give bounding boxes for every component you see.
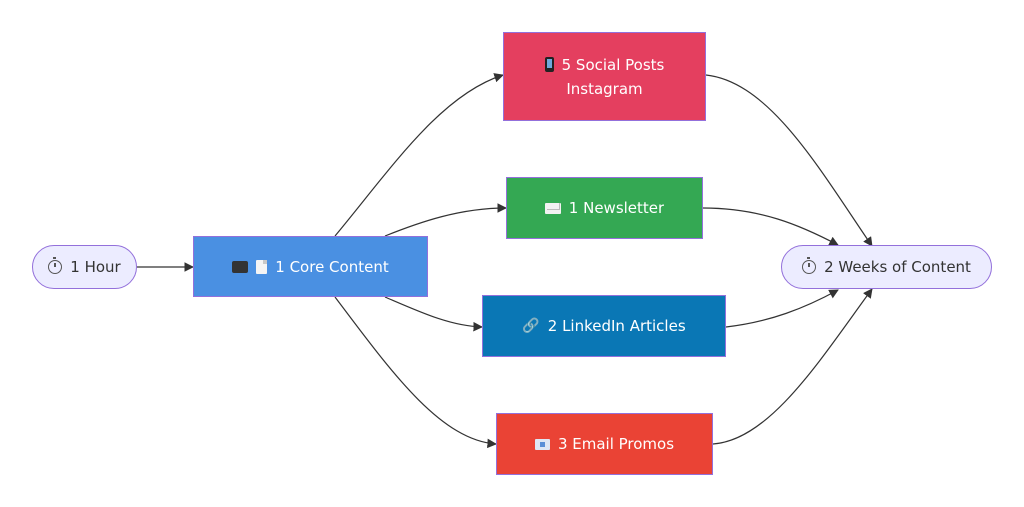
video-camera-icon	[232, 260, 249, 273]
stopwatch-icon	[802, 257, 817, 274]
node-linkedin[interactable]: 🔗 2 LinkedIn Articles	[482, 295, 726, 357]
node-social[interactable]: 5 Social Posts Instagram	[503, 32, 706, 121]
node-newsletter-label: 1 Newsletter	[568, 199, 665, 217]
node-social-label: 5 Social Posts	[561, 55, 665, 74]
edge-newsletter-end	[702, 207, 839, 246]
node-end-label: 2 Weeks of Content	[824, 258, 971, 276]
edge-core-newsletter	[384, 203, 507, 237]
edge-core-linkedin	[384, 296, 483, 332]
email-icon	[534, 438, 550, 450]
node-newsletter[interactable]: 1 Newsletter	[506, 177, 703, 239]
node-core[interactable]: 1 Core Content	[193, 236, 428, 297]
node-email[interactable]: 3 Email Promos	[496, 413, 713, 475]
node-social-sublabel: Instagram	[566, 79, 643, 98]
edge-email-end	[712, 288, 873, 445]
document-icon	[256, 259, 268, 274]
node-linkedin-label: 2 LinkedIn Articles	[547, 317, 686, 335]
node-start-label: 1 Hour	[70, 258, 121, 276]
node-core-label: 1 Core Content	[275, 257, 389, 276]
node-start[interactable]: 1 Hour	[32, 245, 137, 289]
node-email-label: 3 Email Promos	[557, 435, 675, 453]
edge-core-social	[334, 73, 504, 237]
envelope-icon	[544, 202, 561, 214]
edge-social-end	[705, 74, 873, 247]
edge-core-email	[334, 296, 497, 449]
link-icon: 🔗	[522, 318, 540, 334]
stopwatch-icon	[48, 257, 63, 274]
edge-linkedin-end	[725, 289, 839, 328]
mobile-phone-icon	[544, 57, 554, 72]
node-end[interactable]: 2 Weeks of Content	[781, 245, 992, 289]
